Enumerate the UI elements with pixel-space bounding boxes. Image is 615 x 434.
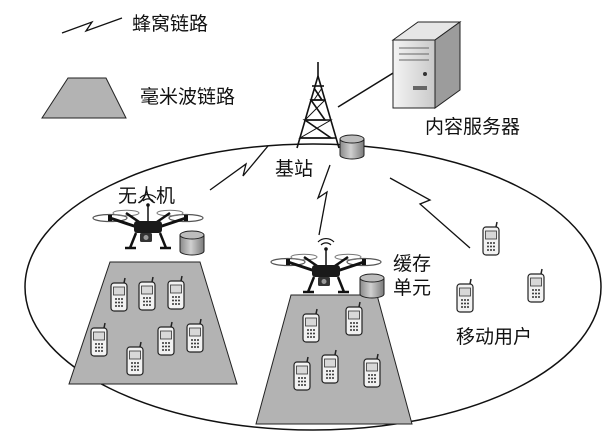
server-to-tower-link xyxy=(337,69,399,108)
mmwave-trapezoid-icon xyxy=(41,77,127,119)
coverage-area xyxy=(24,143,602,431)
legend: 蜂窝链路 毫米波链路 xyxy=(41,13,235,119)
tower-cache-cylinder-icon xyxy=(339,134,365,160)
cellular-link-to-uav2 xyxy=(316,164,331,236)
base-station-label: 基站 xyxy=(275,158,313,180)
uav-label: 无人机 xyxy=(118,185,175,207)
legend-mmwave-label: 毫米波链路 xyxy=(140,86,235,108)
cellular-link-to-users xyxy=(389,177,471,249)
legend-cellular-label: 蜂窝链路 xyxy=(132,13,208,35)
mobile-phone-icon xyxy=(126,341,144,376)
cellular-link-to-uav1 xyxy=(209,145,269,191)
lightning-icon xyxy=(61,17,123,34)
mobile-phone-icon xyxy=(90,322,108,357)
mobile-phone-icon xyxy=(157,321,175,356)
cache-unit-label-line2: 单元 xyxy=(393,277,431,299)
mobile-phone-icon xyxy=(302,308,320,343)
mobile-users-label: 移动用户 xyxy=(456,326,532,348)
mobile-phone-icon xyxy=(138,276,156,311)
content-server-label: 内容服务器 xyxy=(425,116,520,138)
mobile-phone-icon xyxy=(482,221,500,256)
mobile-phone-icon xyxy=(456,278,474,313)
server-icon xyxy=(391,21,462,109)
mobile-phone-icon xyxy=(186,318,204,353)
uav-right-cache-cylinder-icon xyxy=(359,273,385,299)
mobile-phone-icon xyxy=(293,356,311,391)
cache-unit-label-line1: 缓存 xyxy=(393,253,431,275)
tower-icon xyxy=(296,62,340,149)
mobile-phone-icon xyxy=(321,349,339,384)
mobile-phone-icon xyxy=(345,301,363,336)
mobile-phone-icon xyxy=(167,275,185,310)
mobile-phone-icon xyxy=(110,277,128,312)
mobile-phone-icon xyxy=(363,353,381,388)
uav-left-cache-cylinder-icon xyxy=(179,230,205,256)
mobile-users xyxy=(456,221,545,313)
mobile-phone-icon xyxy=(527,268,545,303)
